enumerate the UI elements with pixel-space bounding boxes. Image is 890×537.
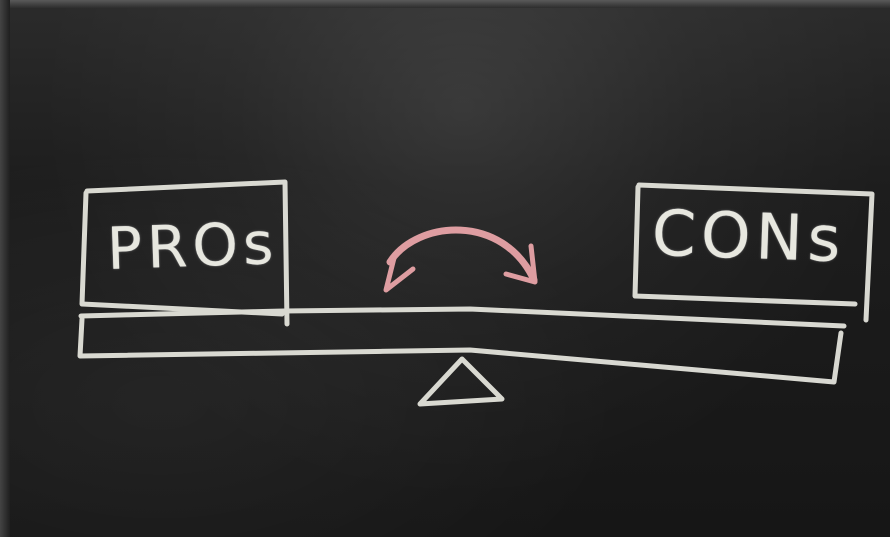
fulcrum-triangle — [420, 359, 502, 404]
balance-beam-body — [80, 319, 841, 382]
cons-label: CONs — [651, 202, 847, 272]
balance-beam-top — [81, 309, 844, 326]
pros-label: PROs — [106, 214, 279, 278]
